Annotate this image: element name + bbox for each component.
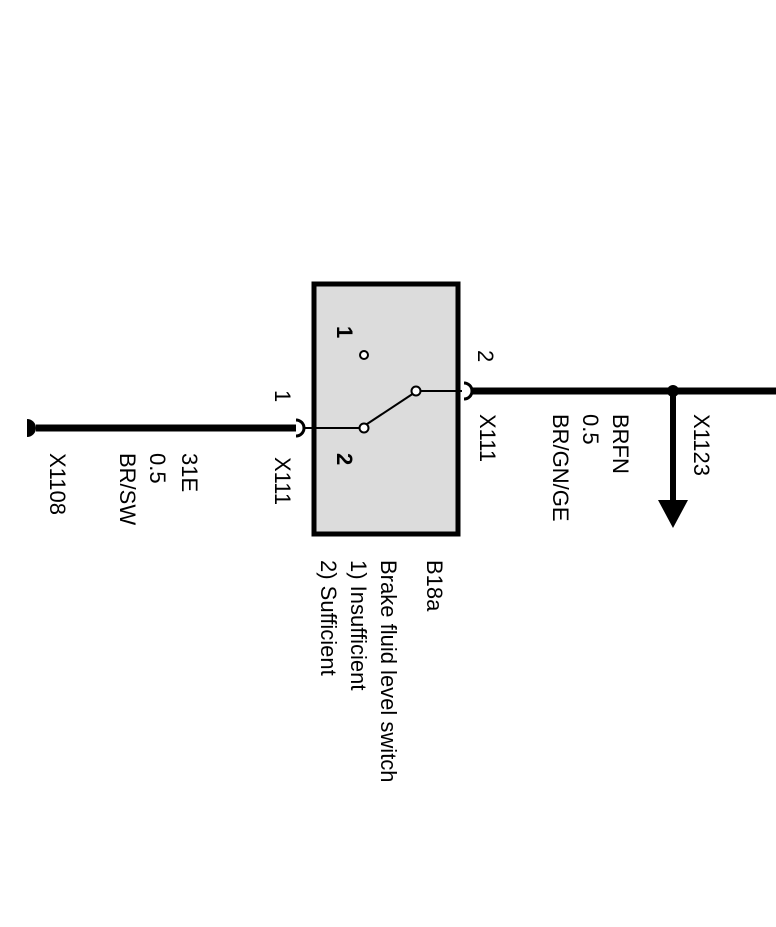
down-arrow-icon: [658, 500, 688, 528]
left-pin-label: 1: [270, 390, 295, 402]
left-signal-label: 31E: [177, 453, 202, 492]
component-id: B18a: [422, 560, 447, 612]
right-signal-label: BRFN: [608, 414, 633, 474]
component-box[interactable]: [311, 281, 461, 537]
right-pin-label: 2: [473, 350, 498, 362]
ground-connector-label: X1108: [45, 453, 70, 515]
switch-position-2-label: 2: [332, 453, 357, 465]
component-name: Brake fluid level switch: [376, 560, 401, 783]
right-color-label: BR/GN/GE: [548, 414, 573, 522]
left-color-label: BR/SW: [115, 453, 140, 525]
left-gauge-label: 0.5: [145, 453, 170, 484]
left-connector-socket: [295, 418, 306, 438]
component-state-1: 1) Insufficient: [346, 560, 371, 690]
switch-contact-2: [358, 422, 370, 434]
switch-lever: [363, 392, 415, 427]
right-connector-socket: [463, 381, 474, 401]
right-gauge-label: 0.5: [578, 414, 603, 445]
component-state-2: 2) Sufficient: [316, 560, 341, 676]
ground-terminal: [27, 419, 36, 437]
left-connector-label: X111: [270, 457, 295, 505]
switch-pivot: [410, 385, 422, 397]
right-connector-label: X111: [475, 414, 500, 462]
splice-connector-label: X1123: [689, 414, 714, 476]
switch-position-1-label: 1: [332, 326, 357, 338]
switch-contact-1: [359, 350, 369, 360]
